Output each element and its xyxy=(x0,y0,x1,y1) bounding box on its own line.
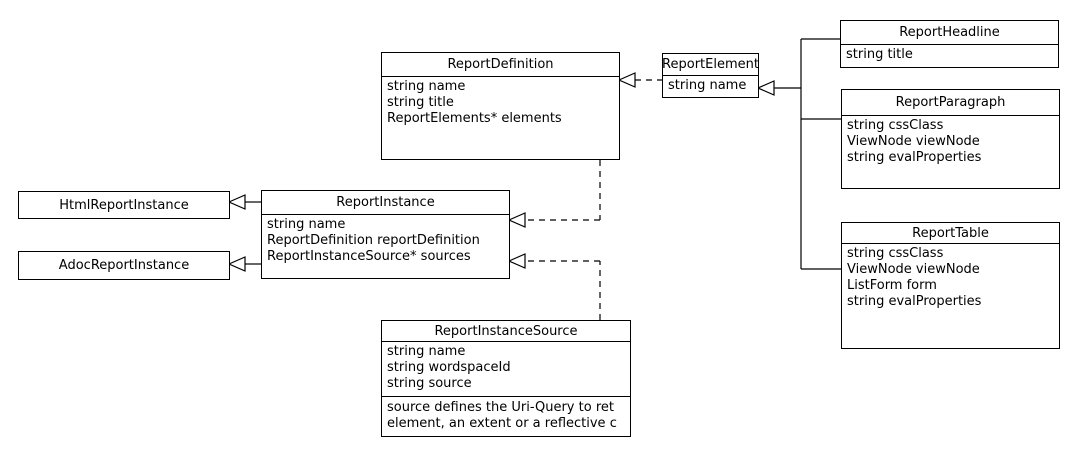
class-title-reporttable: ReportTable xyxy=(842,223,1059,244)
class-htmlreportinstance: HtmlReportInstance xyxy=(18,191,230,219)
class-title-reportparagraph: ReportParagraph xyxy=(842,90,1059,116)
hollow-triangle-icon xyxy=(756,80,775,96)
class-attribute: string title xyxy=(846,47,913,62)
class-attribute: string wordspaceId xyxy=(387,360,511,375)
class-reportparagraph: ReportParagraph string cssClass ViewNode… xyxy=(841,89,1060,189)
hollow-triangle-icon xyxy=(227,256,246,272)
class-title-htmlreportinstance: HtmlReportInstance xyxy=(59,197,189,213)
arrow-reportinstancesource-to-reportinstance xyxy=(507,253,601,320)
arrow-reportinstance-to-htmlreportinstance xyxy=(227,194,261,210)
class-reportinstancesource: ReportInstanceSource string name string … xyxy=(381,320,631,437)
class-attribute: string source xyxy=(387,376,472,391)
hollow-triangle-icon xyxy=(507,253,526,269)
hollow-triangle-icon xyxy=(507,212,526,228)
class-reporttable: ReportTable string cssClass ViewNode vie… xyxy=(841,222,1060,349)
attribute-compartment: string name ReportDefinition reportDefin… xyxy=(262,215,509,265)
class-attribute: string name xyxy=(387,344,466,359)
class-attribute: ReportInstanceSource* sources xyxy=(267,249,471,264)
arrow-subclasses-to-reportelement xyxy=(756,38,841,270)
arrow-reportdefinition-to-reportinstance xyxy=(507,160,601,228)
attribute-compartment: string title xyxy=(841,45,1058,63)
class-title-reportinstance: ReportInstance xyxy=(262,191,509,215)
class-attribute: string title xyxy=(387,95,454,110)
class-adocreportinstance: AdocReportInstance xyxy=(18,251,230,280)
class-reportheadline: ReportHeadline string title xyxy=(840,20,1059,68)
attribute-compartment: string name xyxy=(663,76,758,94)
class-attribute: ViewNode viewNode xyxy=(847,262,980,277)
class-attribute: string name xyxy=(668,78,747,93)
class-attribute: string name xyxy=(387,79,466,94)
arrow-reportelement-to-reportdefinition xyxy=(617,72,662,88)
class-title-reportheadline: ReportHeadline xyxy=(841,21,1058,45)
class-attribute: string name xyxy=(267,217,346,232)
class-title-adocreportinstance: AdocReportInstance xyxy=(58,258,190,273)
class-attribute: string evalProperties xyxy=(847,150,982,165)
class-reportinstance: ReportInstance string name ReportDefinit… xyxy=(261,190,510,279)
class-attribute: string cssClass xyxy=(847,118,944,133)
class-attribute: string evalProperties xyxy=(847,294,982,309)
class-title-reportelement: ReportElement xyxy=(663,54,758,76)
attribute-compartment: string name string title ReportElements*… xyxy=(382,77,619,127)
class-attribute: ViewNode viewNode xyxy=(847,134,980,149)
class-attribute: ReportDefinition reportDefinition xyxy=(267,233,480,248)
class-attribute: string cssClass xyxy=(847,246,944,261)
class-attribute: ReportElements* elements xyxy=(387,111,562,126)
arrow-reportinstance-to-adocreportinstance xyxy=(227,256,261,272)
attribute-compartment: string name string wordspaceId string so… xyxy=(382,342,630,396)
attribute-compartment: string cssClass ViewNode viewNode ListFo… xyxy=(842,244,1059,310)
class-title-reportdefinition: ReportDefinition xyxy=(382,53,619,77)
attribute-compartment: string cssClass ViewNode viewNode string… xyxy=(842,116,1059,166)
hollow-triangle-icon xyxy=(617,72,636,88)
class-attribute: ListForm form xyxy=(847,278,937,293)
note-compartment: source defines the Uri-Query to ret elem… xyxy=(382,396,630,432)
class-reportelement: ReportElement string name xyxy=(662,53,759,98)
class-reportdefinition: ReportDefinition string name string titl… xyxy=(381,52,620,160)
hollow-triangle-icon xyxy=(227,194,246,210)
note-line: source defines the Uri-Query to ret xyxy=(387,400,614,415)
note-line: element, an extent or a reflective c xyxy=(387,416,617,431)
class-title-reportinstancesource: ReportInstanceSource xyxy=(382,321,630,342)
